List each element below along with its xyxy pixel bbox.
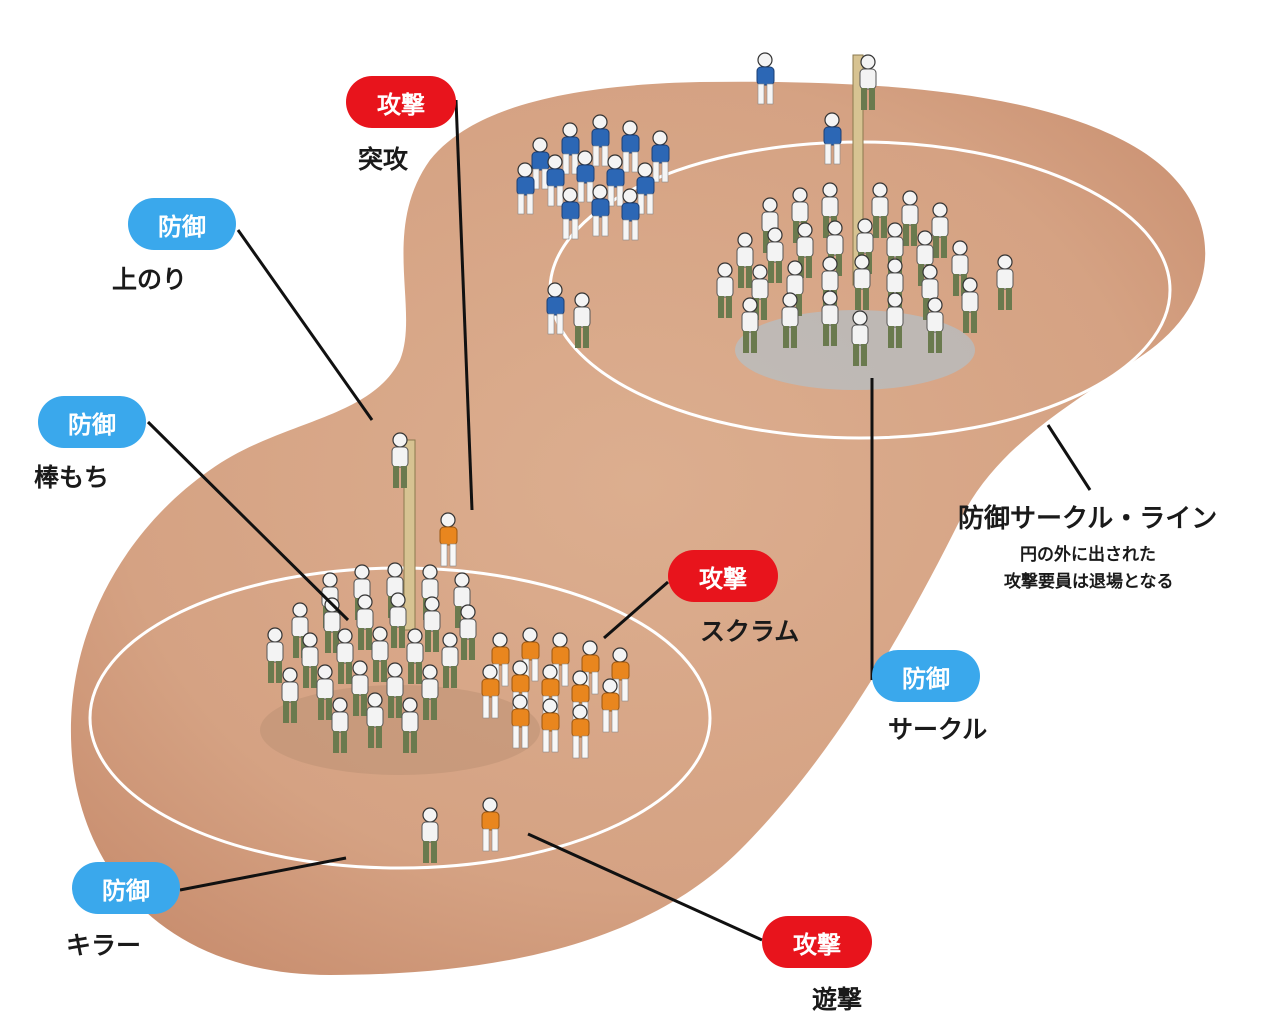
circle-line-title: 防御サークル・ライン: [958, 498, 1217, 535]
role-top-defense: 上のり: [112, 260, 187, 296]
role-top-attack: 突攻: [358, 140, 408, 176]
tag-scrum-attack: 攻撃: [668, 550, 778, 602]
tag-killer-defense: 防御: [72, 862, 180, 914]
tag-mid-defense: 防御: [38, 396, 146, 448]
tag-top-defense: 防御: [128, 198, 236, 250]
role-circle-defense: サークル: [888, 710, 987, 746]
role-scrum-attack: スクラム: [700, 612, 799, 648]
role-killer-defense: キラー: [66, 926, 141, 962]
tag-circle-defense: 防御: [872, 650, 980, 702]
circle-line-note-1: 円の外に出された: [1020, 540, 1156, 565]
tag-roam-attack: 攻撃: [762, 916, 872, 968]
circle-line-note-2: 攻撃要員は退場となる: [1004, 567, 1174, 592]
role-roam-attack: 遊撃: [812, 980, 862, 1016]
tag-top-attack: 攻撃: [346, 76, 456, 128]
role-mid-defense: 棒もち: [34, 458, 109, 494]
